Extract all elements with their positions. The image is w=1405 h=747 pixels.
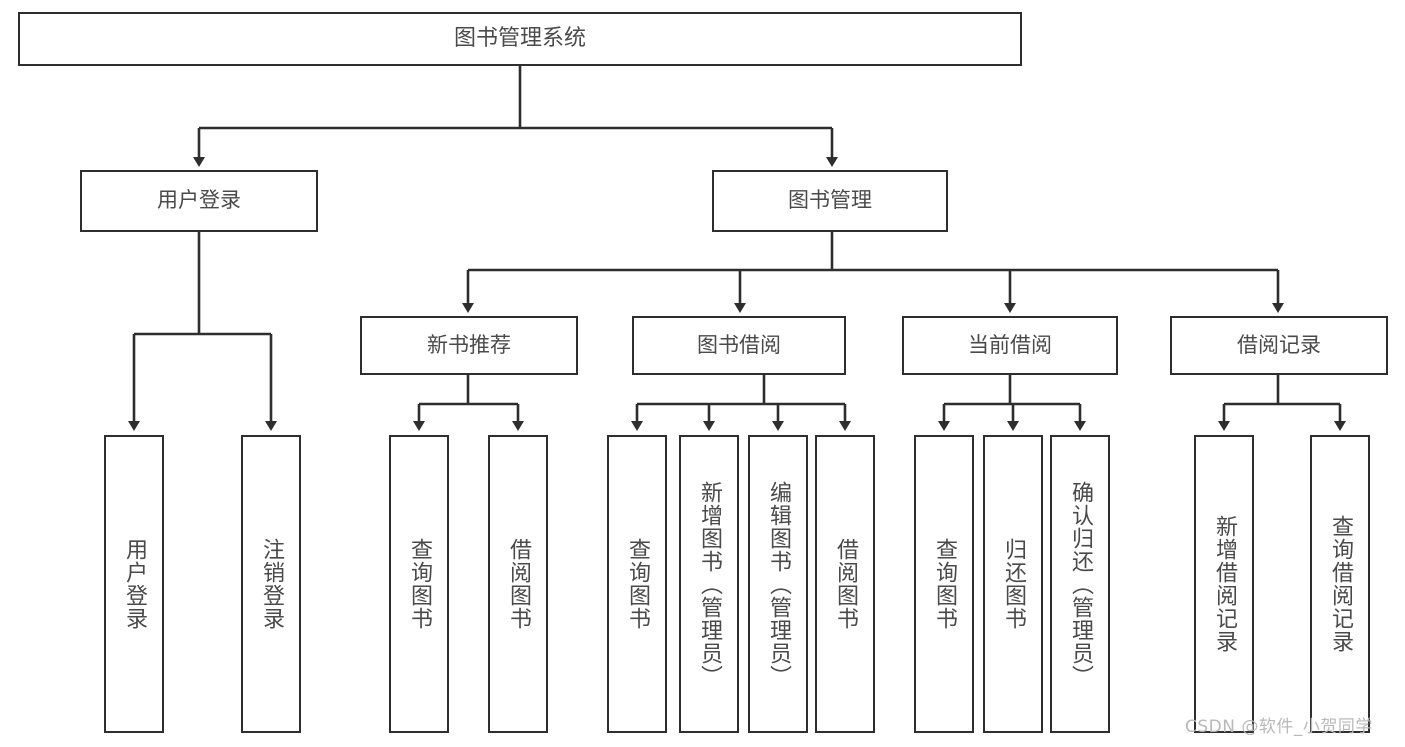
node-book-management[interactable]: 图书管理 [712, 170, 948, 232]
node-label: 用户登录 [157, 188, 241, 213]
leaf-user-login-logout[interactable]: 注销登录 [241, 435, 301, 733]
leaf-label: 查询图书 [625, 538, 650, 630]
leaf-label: 编辑图书（管理员） [766, 480, 791, 688]
node-book-borrow[interactable]: 图书借阅 [632, 316, 846, 375]
leaf-label: 新增借阅记录 [1212, 515, 1237, 653]
leaf-user-login-login[interactable]: 用户登录 [104, 435, 164, 733]
leaf-label: 归还图书 [1001, 538, 1026, 630]
node-label: 当前借阅 [968, 332, 1052, 357]
leaf-current-return-book[interactable]: 归还图书 [983, 435, 1043, 733]
leaf-label: 用户登录 [122, 538, 147, 630]
leaf-new-book-borrow[interactable]: 借阅图书 [488, 435, 548, 733]
node-root-system[interactable]: 图书管理系统 [18, 12, 1022, 66]
leaf-label: 注销登录 [259, 538, 284, 630]
leaf-borrow-edit-book[interactable]: 编辑图书（管理员） [748, 435, 808, 733]
leaf-label: 查询图书 [932, 538, 957, 630]
node-label: 图书管理 [788, 188, 872, 213]
watermark: CSDN @软件_小贺同学 [1185, 717, 1373, 737]
leaf-borrow-borrow-book[interactable]: 借阅图书 [815, 435, 875, 733]
leaf-borrow-query-book[interactable]: 查询图书 [607, 435, 667, 733]
leaf-record-query[interactable]: 查询借阅记录 [1310, 435, 1370, 733]
node-new-book-recommend[interactable]: 新书推荐 [360, 316, 578, 375]
leaf-label: 借阅图书 [833, 538, 858, 630]
leaf-label: 新增图书（管理员） [697, 480, 722, 688]
node-current-borrow[interactable]: 当前借阅 [902, 316, 1118, 375]
leaf-new-book-query[interactable]: 查询图书 [389, 435, 449, 733]
node-label: 新书推荐 [427, 332, 511, 357]
leaf-current-confirm-return[interactable]: 确认归还（管理员） [1050, 435, 1110, 733]
leaf-current-query-book[interactable]: 查询图书 [914, 435, 974, 733]
leaf-label: 借阅图书 [506, 538, 531, 630]
node-label: 图书借阅 [697, 332, 781, 357]
leaf-label: 确认归还（管理员） [1068, 480, 1093, 688]
leaf-borrow-add-book[interactable]: 新增图书（管理员） [679, 435, 739, 733]
leaf-record-add[interactable]: 新增借阅记录 [1194, 435, 1254, 733]
leaf-label: 查询借阅记录 [1328, 515, 1353, 653]
node-label: 图书管理系统 [453, 25, 586, 51]
node-label: 借阅记录 [1237, 332, 1321, 357]
node-user-login[interactable]: 用户登录 [80, 170, 318, 232]
leaf-label: 查询图书 [407, 538, 432, 630]
node-borrow-record[interactable]: 借阅记录 [1170, 316, 1388, 375]
